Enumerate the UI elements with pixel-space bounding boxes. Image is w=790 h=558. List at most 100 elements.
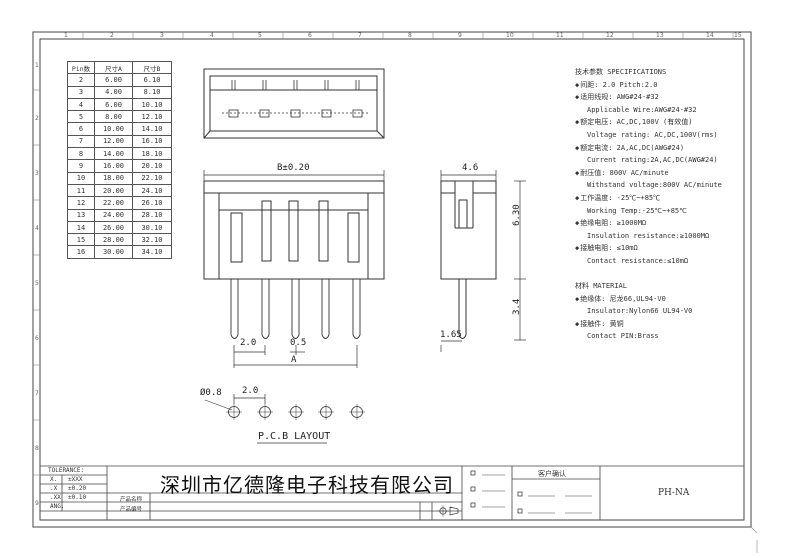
cell-size-a: 8.00 [94, 110, 133, 124]
spec-line: Voltage rating: AC,DC,100V(rms) [587, 130, 718, 139]
spec-line: Applicable Wire:AWG#24-#32 [587, 105, 697, 114]
dim-lead-offset: 1.65 [440, 330, 462, 340]
spec-line: Working Temp:-25℃~+85℃ [587, 206, 688, 215]
tol-key-1: .X [50, 485, 58, 492]
spec-line: Withstand voltage:800V AC/minute [587, 181, 722, 190]
cell-size-b: 24.10 [132, 183, 172, 198]
dim-pcb-pitch: 2.0 [242, 386, 259, 396]
table-header-row: Pin数 尺寸A 尺寸B [67, 60, 172, 75]
ruler-top-3: 3 [160, 32, 164, 39]
ruler-left-8: 8 [35, 445, 39, 452]
cell-size-b: 14.10 [132, 122, 172, 136]
cell-size-a: 10.00 [94, 122, 133, 136]
spec-line: Contact PIN:Brass [587, 332, 659, 341]
spec-line: 绝缘电阻: ≥1000MΩ [575, 217, 765, 230]
cell-size-b: 28.10 [132, 208, 172, 222]
dim-pitch: 2.0 [240, 338, 257, 348]
spec-line: 间距: 2.0 Pitch:2.0 [575, 79, 765, 92]
header-size-a: 尺寸A [94, 60, 133, 75]
ruler-left-9: 9 [35, 500, 39, 507]
spec-line: 适用线规: AWG#24-#32 [575, 91, 765, 104]
cell-size-a: 12.00 [94, 134, 133, 149]
dim-hole-diameter: Ø0.8 [200, 388, 222, 398]
ruler-left-7: 7 [35, 390, 39, 397]
cell-pin-count: 11 [67, 183, 95, 198]
spec-line [575, 268, 765, 281]
cell-size-b: 6.10 [132, 73, 172, 87]
ruler-top-15: 15 [734, 32, 742, 39]
cell-size-a: 6.00 [94, 73, 133, 87]
cell-size-a: 26.00 [94, 220, 133, 235]
cell-size-a: 22.00 [94, 196, 133, 210]
tol-val-0: ±XXX [68, 476, 83, 483]
spec-line: 绝缘体: 尼龙66,UL94-V0 [575, 293, 765, 306]
ruler-top-9: 9 [458, 32, 462, 39]
header-size-b: 尺寸B [132, 60, 172, 75]
top-view [203, 68, 385, 139]
cell-pin-count: 9 [67, 159, 95, 173]
cell-size-b: 16.10 [132, 134, 172, 149]
spec-line: 接触电阻: ≤10mΩ [575, 242, 765, 255]
cell-size-b: 26.10 [132, 196, 172, 210]
spec-line: Insulator:Nylon66 UL94-V0 [587, 307, 693, 316]
cell-pin-count: 12 [67, 196, 95, 210]
cell-pin-count: 3 [67, 85, 95, 99]
cell-size-b: 12.10 [132, 110, 172, 124]
ruler-top-11: 11 [556, 32, 564, 39]
ruler-top-8: 8 [408, 32, 412, 39]
spec-line: 接触件: 黄铜 [575, 318, 765, 331]
ruler-top-12: 12 [606, 32, 614, 39]
tol-val-2: ±0.10 [68, 494, 87, 501]
ruler-top-14: 14 [706, 32, 714, 39]
cell-size-a: 20.00 [94, 183, 133, 198]
product-name-label: 产品名称 [120, 497, 143, 503]
product-code-label: 产品编号 [120, 507, 143, 513]
cell-size-a: 24.00 [94, 208, 133, 222]
ruler-top-13: 13 [656, 32, 664, 39]
cell-pin-count: 14 [67, 220, 95, 235]
cell-size-b: 30.10 [132, 220, 172, 235]
cell-size-a: 4.00 [94, 85, 133, 99]
spec-line: 技术参数 SPECIFICATIONS [575, 68, 667, 76]
cell-size-b: 8.10 [132, 85, 172, 99]
spec-line: 材料 MATERIAL [575, 282, 627, 291]
spec-line: Insulation resistance:≥1000MΩ [587, 231, 710, 240]
ruler-top-5: 5 [258, 32, 262, 39]
cell-size-a: 14.00 [94, 147, 133, 161]
cell-size-b: 22.10 [132, 171, 172, 185]
cell-size-a: 18.00 [94, 171, 133, 185]
ruler-top-10: 10 [506, 32, 514, 39]
cell-pin-count: 10 [67, 171, 95, 185]
cell-size-a: 30.00 [94, 245, 133, 259]
dim-side-width: 4.6 [462, 163, 479, 173]
ruler-left-1: 1 [35, 62, 39, 69]
cell-size-b: 10.10 [132, 97, 172, 112]
ruler-left-3: 3 [35, 170, 39, 177]
cell-pin-count: 7 [67, 134, 95, 149]
cell-pin-count: 5 [67, 110, 95, 124]
cell-pin-count: 2 [67, 73, 95, 87]
customer-confirm-label: 客户确认 [538, 470, 566, 478]
spec-line: 额定电流: 2A,AC,DC(AWG#24) [575, 142, 765, 155]
cell-size-a: 16.00 [94, 159, 133, 173]
ruler-top-2: 2 [110, 32, 114, 39]
pcb-layout-title: P.C.B LAYOUT [258, 431, 331, 442]
dim-lead-length: 3.4 [512, 298, 522, 315]
tol-key-0: X. [50, 476, 58, 483]
header-pin-count: Pin数 [67, 60, 95, 75]
spec-line: Current rating:2A,AC,DC(AWG#24) [587, 156, 718, 165]
cell-size-b: 34.10 [132, 245, 172, 259]
cell-size-a: 28.00 [94, 233, 133, 247]
